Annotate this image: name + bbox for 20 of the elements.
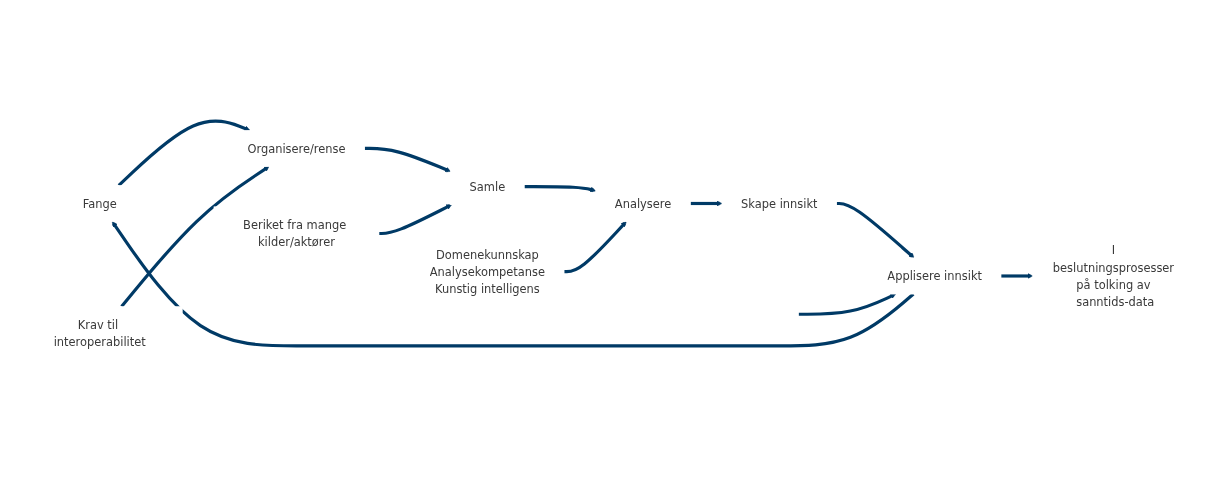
node-text: Analysere <box>614 196 672 210</box>
node-text: Organisere/rense <box>247 141 346 155</box>
arrow <box>120 165 270 308</box>
node-text: Krav til interoperabilitet <box>53 317 146 348</box>
arrow <box>836 201 915 258</box>
node-text: Fange <box>82 196 117 210</box>
arrow <box>1001 272 1033 279</box>
arrow <box>524 184 597 192</box>
node-text: Domenekunnskap Analysekompetanse Kunstig intelligens <box>429 247 546 296</box>
arrow <box>564 220 627 273</box>
node-text: I beslutningsprosesser på tolking av sanntids-data <box>1052 243 1175 308</box>
arrow <box>379 204 452 235</box>
arrow <box>364 146 451 172</box>
node-text: Beriket fra mange kilder/aktører <box>243 217 347 249</box>
node-text: Samle <box>469 179 506 193</box>
node-text: Applisere innsikt <box>887 268 982 283</box>
arrow <box>112 220 915 348</box>
arrow <box>690 200 723 206</box>
node-text: Skape innsikt <box>741 196 818 210</box>
arrow <box>798 293 897 316</box>
